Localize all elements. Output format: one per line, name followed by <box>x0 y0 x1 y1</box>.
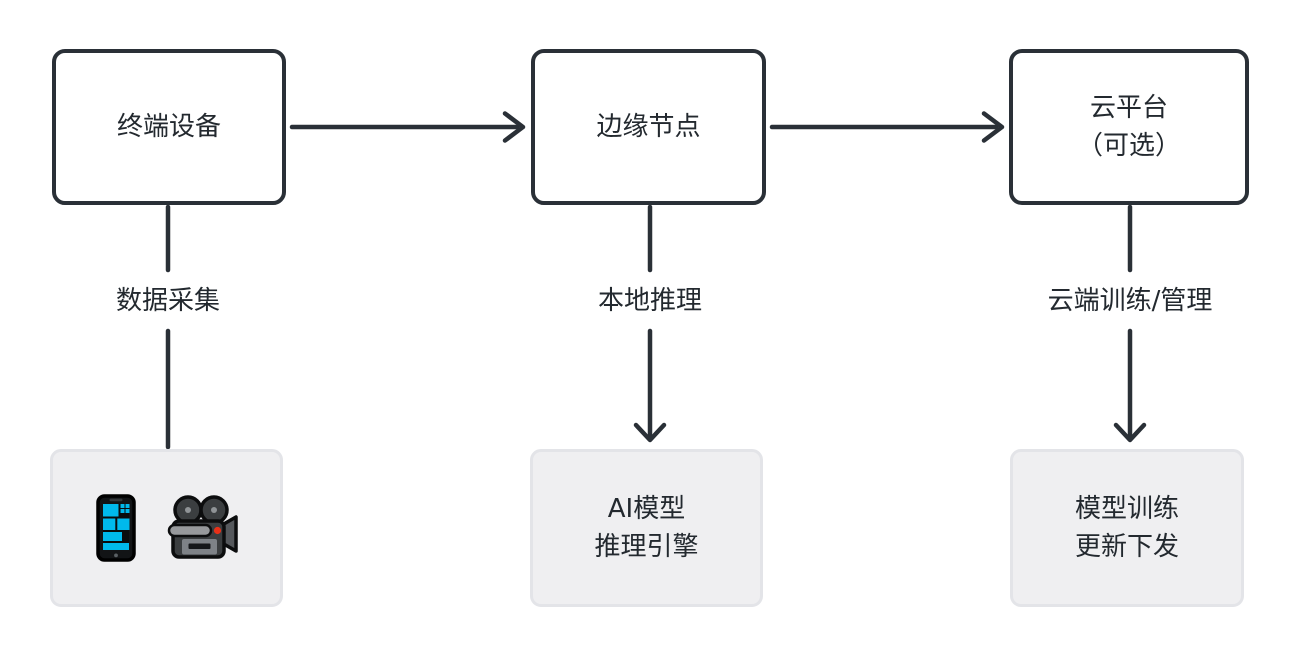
panel-training-label-line2: 更新下发 <box>1074 532 1179 562</box>
edge-label-cloud-training-management: 云端训练/管理 <box>1043 283 1217 319</box>
panel-ai-label-line2: 推理引擎 <box>594 532 699 562</box>
panel-model-training-update: 模型训练 更新下发 <box>1010 449 1244 607</box>
node-edge-node: 边缘节点 <box>531 49 766 205</box>
node-edge-node-label: 边缘节点 <box>596 112 701 142</box>
edge-label-data-collection: 数据采集 <box>111 283 225 319</box>
node-cloud-platform: 云平台 （可选） <box>1009 49 1249 205</box>
node-cloud-platform-label-line2: （可选） <box>1076 131 1181 161</box>
panel-ai-label-line1: AI模型 <box>607 494 686 524</box>
mobile-phone-icon <box>95 494 136 562</box>
arrow-cloud-to-training <box>1113 204 1147 443</box>
arrow-terminal-to-edge <box>289 111 526 143</box>
panel-training-label-line1: 模型训练 <box>1074 494 1179 524</box>
panel-ai-model-inference-engine: AI模型 推理引擎 <box>530 449 763 607</box>
arrow-edge-to-ai-engine <box>633 204 667 443</box>
edge-label-local-inference: 本地推理 <box>593 283 707 319</box>
panel-end-devices <box>50 449 283 607</box>
movie-camera-icon <box>167 495 238 559</box>
arrow-edge-to-cloud <box>769 111 1005 143</box>
node-cloud-platform-label-line1: 云平台 <box>1089 93 1168 123</box>
node-terminal-device-label: 终端设备 <box>116 112 221 142</box>
node-terminal-device: 终端设备 <box>52 49 286 205</box>
